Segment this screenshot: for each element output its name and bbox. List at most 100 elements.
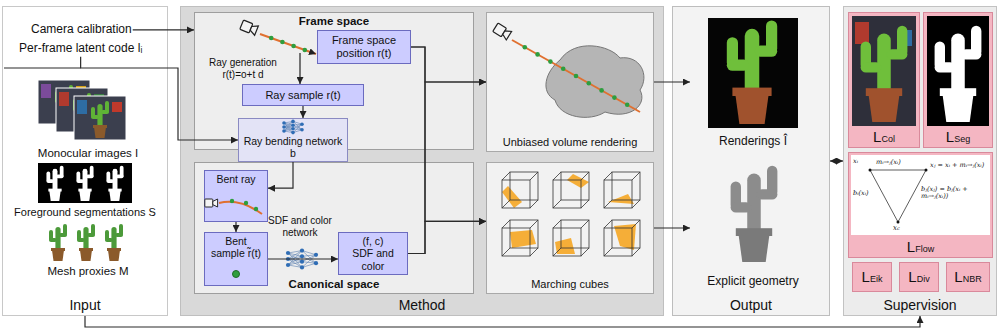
network-icon-part xyxy=(288,253,302,262)
segmentation-masks-part-part xyxy=(106,179,114,183)
text-holder: Bent sample r̃(t) xyxy=(208,235,264,259)
photo-stack-part-part xyxy=(55,91,59,102)
network-icon-part xyxy=(302,255,316,268)
cube-grid-part-part xyxy=(502,186,522,208)
text-holder: Camera calibration xyxy=(31,23,132,37)
node-title: LEik xyxy=(862,268,883,285)
cube-grid-part-part xyxy=(510,172,538,200)
node-title: Output xyxy=(730,297,772,313)
ray-figure-part xyxy=(280,40,285,45)
bent-ray-icon xyxy=(205,199,262,214)
mesh-proxies-part-part xyxy=(51,248,65,251)
network-icon-part xyxy=(300,265,304,269)
text-holder: xⱼ = xᵢ + mᵢ→ⱼ(xᵢ) xyxy=(930,162,990,169)
volume-figure-part xyxy=(523,45,528,50)
node-title: (f, c) xyxy=(363,235,384,247)
mesh-proxies-part-part xyxy=(87,233,95,237)
network-icon xyxy=(282,120,304,135)
volume-figure-part-part xyxy=(493,23,507,37)
photo-stack-part-part xyxy=(91,115,99,119)
text-holder: Bent ray xyxy=(216,173,255,185)
segmentation-masks-part xyxy=(38,163,72,203)
flow-figure-part xyxy=(925,169,928,172)
segmentation-masks-part-part xyxy=(53,169,58,192)
network-icon-part xyxy=(302,251,316,264)
caption-label: SDF and color network xyxy=(266,215,334,238)
cube-grid-part-part xyxy=(632,200,640,208)
network-icon-part xyxy=(300,249,304,253)
mask-image-part-part xyxy=(935,62,956,72)
segmentation-masks-part-part xyxy=(78,189,91,192)
network-icon-part xyxy=(284,125,293,127)
mesh-proxies-part-part xyxy=(91,224,95,236)
photo-stack-part xyxy=(74,96,126,140)
cube-grid-part-part xyxy=(604,180,632,208)
node-title: Input xyxy=(69,297,100,313)
cube-grid-part xyxy=(502,172,538,208)
text-holder: xᵢ xyxy=(853,158,869,165)
network-icon-part xyxy=(291,123,295,127)
text-holder: Renderings Î xyxy=(719,135,787,149)
segmentation-masks-part xyxy=(68,163,102,203)
ray-figure-part xyxy=(291,44,296,49)
text-holder: Ray sample r(t) xyxy=(265,89,340,102)
text-holder: Explicit geometry xyxy=(707,275,798,289)
photo-stack-part xyxy=(94,94,104,104)
network-icon-part xyxy=(284,121,293,127)
network-icon-part xyxy=(288,262,302,265)
bent-ray-icon-part xyxy=(205,199,218,207)
equation-text: xᵢ xyxy=(853,158,869,165)
output-panel: Output Renderings Î Explicit geometry xyxy=(672,6,830,316)
photo-stack-part-part xyxy=(79,96,84,120)
network-icon-part xyxy=(284,121,293,131)
text-holder: Supervision xyxy=(883,297,956,313)
cube-grid-part-part xyxy=(502,220,510,228)
cube-grid-part xyxy=(604,172,640,208)
cube-grid-part-part xyxy=(530,172,538,180)
flow-arrow xyxy=(133,29,194,30)
network-icon-part xyxy=(282,129,286,133)
node-title: Supervision xyxy=(883,297,956,313)
equation-text: SDF and color xyxy=(342,247,404,271)
photo-stack-part-part xyxy=(91,107,95,118)
bent-ray-icon-part xyxy=(254,207,258,211)
network-icon-part xyxy=(293,121,302,129)
equation-text: bⱼ(xⱼ) = bⱼ(xᵢ + mᵢ→ⱼ(xᵢ)) xyxy=(921,186,991,201)
input-label: Per-frame latent code lᵢ xyxy=(18,41,143,57)
network-icon-part xyxy=(302,262,316,264)
mesh-proxies-part-part xyxy=(63,224,67,236)
mesh-proxies-part-part xyxy=(111,227,116,251)
volume-figure-part xyxy=(587,81,592,86)
text-holder: Per-frame latent code lᵢ xyxy=(19,42,142,56)
network-icon-part xyxy=(282,125,286,129)
cube-grid-part-part xyxy=(530,220,538,228)
rendering-image-part xyxy=(708,18,798,128)
network-icon-part xyxy=(284,127,293,129)
bent-ray-icon-part-part xyxy=(205,199,213,207)
network-icon-part xyxy=(288,251,302,265)
cube-grid-part-part xyxy=(561,220,589,248)
node-title: Renderings Î xyxy=(719,135,787,149)
process-box: Bent ray xyxy=(204,170,268,222)
cube-grid-part-part xyxy=(612,172,640,200)
label-holder: Mesh proxies M xyxy=(18,265,158,278)
cube-grid-part-part xyxy=(632,172,640,180)
network-icon-part xyxy=(300,260,304,264)
volume-figure-part xyxy=(535,52,540,57)
network-icon-part xyxy=(293,125,302,130)
network-icon-part xyxy=(302,255,316,262)
node-title: LSeg xyxy=(946,128,970,145)
rendering-image-part xyxy=(727,20,777,124)
mesh-image-part-part xyxy=(736,228,772,236)
photo-stack-part-part xyxy=(61,88,66,112)
mesh-proxies-part-part xyxy=(77,230,81,241)
network-icon-part xyxy=(291,127,295,131)
flow-arrow xyxy=(654,227,690,228)
output-item: Explicit geometry xyxy=(690,160,816,292)
flow-arrow xyxy=(268,258,338,259)
network-icon-part xyxy=(284,125,293,131)
color-image-part-part xyxy=(866,88,902,96)
text-holder: xc xyxy=(893,224,907,232)
network-icon-part xyxy=(288,265,302,267)
bent-ray-icon-part xyxy=(230,199,234,203)
